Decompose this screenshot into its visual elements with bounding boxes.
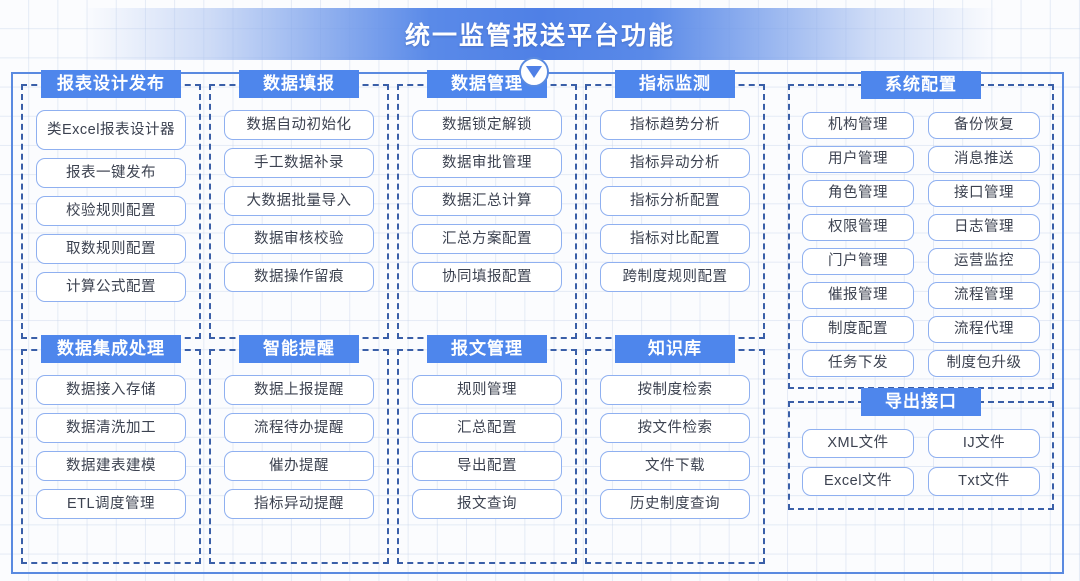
panel-data-entry: 数据填报 数据自动初始化 手工数据补录 大数据批量导入 数据审核校验 数据操作留… <box>209 70 389 339</box>
chevron-down-triangle-icon <box>519 57 549 87</box>
panel-smart-reminder: 智能提醒 数据上报提醒 流程待办提醒 催办提醒 指标异动提醒 <box>209 335 389 564</box>
item-workflow-management[interactable]: 流程管理 <box>928 282 1040 309</box>
item-portal-management[interactable]: 门户管理 <box>802 248 914 275</box>
item-task-dispatch[interactable]: 任务下发 <box>802 350 914 377</box>
item-ij-file[interactable]: IJ文件 <box>928 429 1040 458</box>
panel-report-design: 报表设计发布 类Excel报表设计器 报表一键发布 校验规则配置 取数规则配置 … <box>21 70 201 339</box>
panel-data-management: 数据管理 数据锁定解锁 数据审批管理 数据汇总计算 汇总方案配置 协同填报配置 <box>397 70 577 339</box>
item-comparison-config[interactable]: 指标对比配置 <box>600 224 750 254</box>
panel-row-top: 报表设计发布 类Excel报表设计器 报表一键发布 校验规则配置 取数规则配置 … <box>21 70 776 339</box>
item-txt-file[interactable]: Txt文件 <box>928 467 1040 496</box>
item-indicator-anomaly-reminder[interactable]: 指标异动提醒 <box>224 489 374 519</box>
item-data-ingest-storage[interactable]: 数据接入存储 <box>36 375 186 405</box>
item-manual-entry[interactable]: 手工数据补录 <box>224 148 374 178</box>
panel-message-management: 报文管理 规则管理 汇总配置 导出配置 报文查询 <box>397 335 577 564</box>
item-workflow-todo-reminder[interactable]: 流程待办提醒 <box>224 413 374 443</box>
panel-title-report-design: 报表设计发布 <box>41 70 181 98</box>
panel-title-data-integration: 数据集成处理 <box>41 335 181 363</box>
item-collaborative-entry-config[interactable]: 协同填报配置 <box>412 262 562 292</box>
right-zone: 系统配置 机构管理 备份恢复 用户管理 消息推送 角色管理 接口管理 权限管理 … <box>776 71 1054 564</box>
page-title-banner: 统一监管报送平台功能 <box>82 8 998 60</box>
item-data-cleansing[interactable]: 数据清洗加工 <box>36 413 186 443</box>
triangle-glyph <box>526 66 542 78</box>
item-etl-scheduling[interactable]: ETL调度管理 <box>36 489 186 519</box>
item-excel-file[interactable]: Excel文件 <box>802 467 914 496</box>
item-org-management[interactable]: 机构管理 <box>802 112 914 139</box>
panel-title-system-config: 系统配置 <box>861 71 981 99</box>
panel-title-smart-reminder: 智能提醒 <box>239 335 359 363</box>
item-aggregation-config[interactable]: 汇总配置 <box>412 413 562 443</box>
item-operation-monitoring[interactable]: 运营监控 <box>928 248 1040 275</box>
item-analysis-config[interactable]: 指标分析配置 <box>600 186 750 216</box>
item-log-management[interactable]: 日志管理 <box>928 214 1040 241</box>
item-data-approval[interactable]: 数据审批管理 <box>412 148 562 178</box>
item-rule-management[interactable]: 规则管理 <box>412 375 562 405</box>
item-auto-init[interactable]: 数据自动初始化 <box>224 110 374 140</box>
panel-title-knowledge-base: 知识库 <box>615 335 735 363</box>
item-interface-management[interactable]: 接口管理 <box>928 180 1040 207</box>
item-permission-management[interactable]: 权限管理 <box>802 214 914 241</box>
item-report-publish[interactable]: 报表一键发布 <box>36 158 186 188</box>
item-data-aggregation[interactable]: 数据汇总计算 <box>412 186 562 216</box>
item-report-designer[interactable]: 类Excel报表设计器 <box>36 110 186 150</box>
panel-data-integration: 数据集成处理 数据接入存储 数据清洗加工 数据建表建模 ETL调度管理 <box>21 335 201 564</box>
panel-title-data-entry: 数据填报 <box>239 70 359 98</box>
panel-title-message-management: 报文管理 <box>427 335 547 363</box>
item-cross-system-rule-config[interactable]: 跨制度规则配置 <box>600 262 750 292</box>
item-xml-file[interactable]: XML文件 <box>802 429 914 458</box>
item-data-lock-unlock[interactable]: 数据锁定解锁 <box>412 110 562 140</box>
item-system-config-setting[interactable]: 制度配置 <box>802 316 914 343</box>
panel-indicator-monitor: 指标监测 指标趋势分析 指标异动分析 指标分析配置 指标对比配置 跨制度规则配置 <box>585 70 765 339</box>
item-history-system-query[interactable]: 历史制度查询 <box>600 489 750 519</box>
item-validation-rule-config[interactable]: 校验规则配置 <box>36 196 186 226</box>
item-anomaly-analysis[interactable]: 指标异动分析 <box>600 148 750 178</box>
panel-export-interface: 导出接口 XML文件 IJ文件 Excel文件 Txt文件 <box>788 388 1054 510</box>
panel-system-config: 系统配置 机构管理 备份恢复 用户管理 消息推送 角色管理 接口管理 权限管理 … <box>788 71 1054 389</box>
diagram-frame: 报表设计发布 类Excel报表设计器 报表一键发布 校验规则配置 取数规则配置 … <box>11 70 1064 574</box>
item-export-config[interactable]: 导出配置 <box>412 451 562 481</box>
item-message-push[interactable]: 消息推送 <box>928 146 1040 173</box>
item-role-management[interactable]: 角色管理 <box>802 180 914 207</box>
left-zone: 报表设计发布 类Excel报表设计器 报表一键发布 校验规则配置 取数规则配置 … <box>21 70 776 564</box>
item-trend-analysis[interactable]: 指标趋势分析 <box>600 110 750 140</box>
item-message-query[interactable]: 报文查询 <box>412 489 562 519</box>
item-user-management[interactable]: 用户管理 <box>802 146 914 173</box>
item-search-by-file[interactable]: 按文件检索 <box>600 413 750 443</box>
item-system-package-upgrade[interactable]: 制度包升级 <box>928 350 1040 377</box>
panel-title-indicator-monitor: 指标监测 <box>615 70 735 98</box>
panel-row-bottom: 数据集成处理 数据接入存储 数据清洗加工 数据建表建模 ETL调度管理 智能提醒… <box>21 335 776 564</box>
item-formula-config[interactable]: 计算公式配置 <box>36 272 186 302</box>
panel-knowledge-base: 知识库 按制度检索 按文件检索 文件下载 历史制度查询 <box>585 335 765 564</box>
item-report-reminder[interactable]: 数据上报提醒 <box>224 375 374 405</box>
item-file-download[interactable]: 文件下载 <box>600 451 750 481</box>
item-data-audit-check[interactable]: 数据审核校验 <box>224 224 374 254</box>
item-urge-report-management[interactable]: 催报管理 <box>802 282 914 309</box>
panel-title-export-interface: 导出接口 <box>861 388 981 416</box>
item-workflow-delegate[interactable]: 流程代理 <box>928 316 1040 343</box>
item-urge-reminder[interactable]: 催办提醒 <box>224 451 374 481</box>
item-backup-restore[interactable]: 备份恢复 <box>928 112 1040 139</box>
page-title: 统一监管报送平台功能 <box>404 22 675 50</box>
item-aggregation-plan-config[interactable]: 汇总方案配置 <box>412 224 562 254</box>
item-operation-trace[interactable]: 数据操作留痕 <box>224 262 374 292</box>
item-fetch-rule-config[interactable]: 取数规则配置 <box>36 234 186 264</box>
item-bulk-import[interactable]: 大数据批量导入 <box>224 186 374 216</box>
item-data-modeling[interactable]: 数据建表建模 <box>36 451 186 481</box>
system-config-grid: 机构管理 备份恢复 用户管理 消息推送 角色管理 接口管理 权限管理 日志管理 … <box>802 112 1040 377</box>
item-search-by-system[interactable]: 按制度检索 <box>600 375 750 405</box>
export-interface-grid: XML文件 IJ文件 Excel文件 Txt文件 <box>802 429 1040 496</box>
